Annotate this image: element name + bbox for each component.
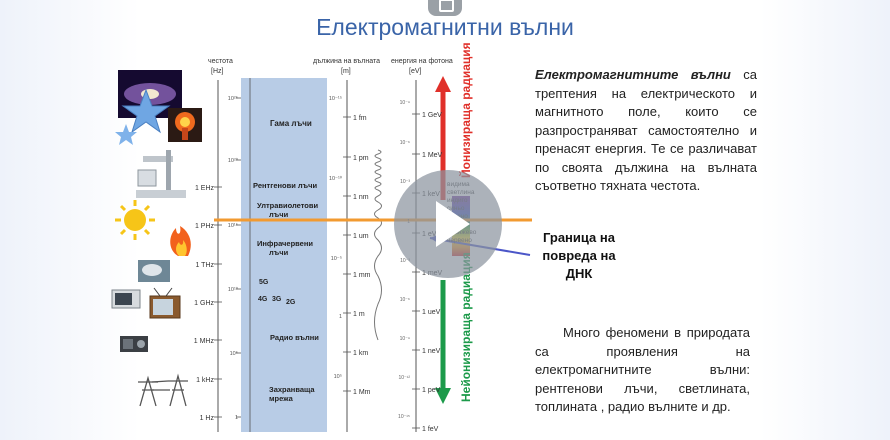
slide-title: Електромагнитни вълни <box>316 14 574 40</box>
band-label: 3G <box>272 296 282 303</box>
xray-machine-icon <box>136 150 186 198</box>
energy-tick-label: 1 GeV <box>422 112 442 119</box>
band-label: Ултравиолетови <box>257 201 319 210</box>
energy-exponent-label: 10⁻¹⁵ <box>398 414 410 420</box>
energy-tick-label: 1 neV <box>422 348 441 355</box>
intro-lead: Електромагнитните вълни <box>535 67 731 82</box>
play-icon[interactable] <box>394 170 502 278</box>
wavelength-unit: [m] <box>341 68 351 75</box>
tv-icon <box>149 287 181 319</box>
band-label: Инфрачервени <box>257 239 313 248</box>
radio-icon <box>120 336 148 352</box>
band-label: 4G <box>258 296 268 303</box>
wavelength-tick-label: 1 m <box>353 311 365 318</box>
frequency-exponent-label: 10⁵ <box>230 350 238 357</box>
band-label: лъчи <box>269 248 289 257</box>
non-ionizing-label: Нейонизираща радиация <box>459 252 473 402</box>
energy-exponent-label: 10⁻⁶ <box>400 297 410 303</box>
energy-tick-label: 1 MeV <box>422 152 443 159</box>
frequency-exponent-label: 10²⁵ <box>228 95 238 102</box>
frequency-tick-label: 1 MHz <box>194 338 215 345</box>
energy-header: енергия на фотона <box>391 58 453 65</box>
energy-exponent-label: 10⁻³ <box>400 179 410 185</box>
microwave-icon <box>111 289 141 309</box>
energy-tick-label: 1 peV <box>422 387 441 394</box>
small-star-icon <box>115 124 137 145</box>
energy-tick-label: 1 ueV <box>422 309 441 316</box>
frequency-exponent-label: 1 <box>235 415 238 421</box>
band-column <box>241 78 327 432</box>
copy-icon[interactable] <box>428 0 462 16</box>
band-label: 2G <box>286 299 296 306</box>
energy-exponent-label: 10⁻⁶ <box>400 140 410 146</box>
illustrations <box>111 70 202 407</box>
wavelength-exponent-label: 10⁻¹⁰ <box>329 175 343 182</box>
wavelength-tick-label: 1 km <box>353 350 368 357</box>
band-label: Радио вълни <box>270 333 319 342</box>
frequency-exponent-label: 10¹⁰ <box>228 286 239 293</box>
frequency-unit: [Hz] <box>211 68 224 75</box>
wavelength-tick-label: 1 um <box>353 233 369 240</box>
frequency-exponent-label: 10²⁰ <box>228 157 239 164</box>
wavelength-tick-label: 1 mm <box>353 272 371 279</box>
frequency-tick-label: 1 PHz <box>195 223 215 230</box>
explosion-icon <box>168 108 202 142</box>
band-label: Захранваща <box>269 385 315 394</box>
energy-unit: [eV] <box>409 68 422 75</box>
wavelength-exponent-label: 10⁵ <box>334 373 342 380</box>
energy-exponent-label: 10⁻¹² <box>398 375 410 381</box>
wavelength-exponent-label: 1 <box>339 314 342 320</box>
star-icon <box>121 88 171 134</box>
wavelength-exponent-label: 10⁻⁵ <box>331 255 342 262</box>
wavelength-tick-label: 1 Mm <box>353 389 371 396</box>
intro-paragraph: Електромагнитните вълни са трептения на … <box>535 66 757 196</box>
sun-icon <box>115 200 155 240</box>
wavelength-exponent-label: 10⁻¹⁵ <box>329 95 342 102</box>
dna-damage-label: Граница на повреда на ДНК <box>542 230 616 281</box>
wave-curve <box>374 149 382 341</box>
frequency-header: честота <box>208 58 233 65</box>
wavelength-tick-label: 1 nm <box>353 194 369 201</box>
energy-exponent-label: 10⁻³ <box>400 258 410 264</box>
band-label: Рентгенови лъчи <box>253 181 317 190</box>
wavelength-header: дължина на вълната <box>313 58 380 65</box>
band-label: Гама лъчи <box>270 119 312 128</box>
intro-body: са трептения на електрическото и магнитн… <box>535 67 757 193</box>
band-label: 5G <box>259 279 269 286</box>
wavelength-tick-label: 1 pm <box>353 155 369 162</box>
power-lines-icon <box>138 373 188 407</box>
frequency-tick-label: 1 kHz <box>196 377 214 384</box>
wavelength-tick-label: 1 fm <box>353 115 367 122</box>
frequency-exponent-label: 10¹⁵ <box>228 222 238 229</box>
frequency-tick-label: 1 Hz <box>200 415 215 422</box>
band-label: мрежа <box>269 394 294 403</box>
energy-exponent-label: 10⁻⁹ <box>400 100 410 106</box>
energy-exponent-label: 10⁻⁹ <box>400 336 410 342</box>
frequency-tick-label: 1 GHz <box>194 300 214 307</box>
phenomena-paragraph: Много феномени в природата са проявления… <box>535 325 750 414</box>
ionizing-label: Йонизираща радиация <box>458 42 473 178</box>
energy-tick-label: 1 feV <box>422 426 439 433</box>
frequency-tick-label: 1 THz <box>195 262 214 269</box>
band-label: лъчи <box>269 210 289 219</box>
frequency-tick-label: 1 EHz <box>195 185 215 192</box>
fire-icon <box>170 226 191 256</box>
satellite-dish-icon <box>138 260 170 282</box>
